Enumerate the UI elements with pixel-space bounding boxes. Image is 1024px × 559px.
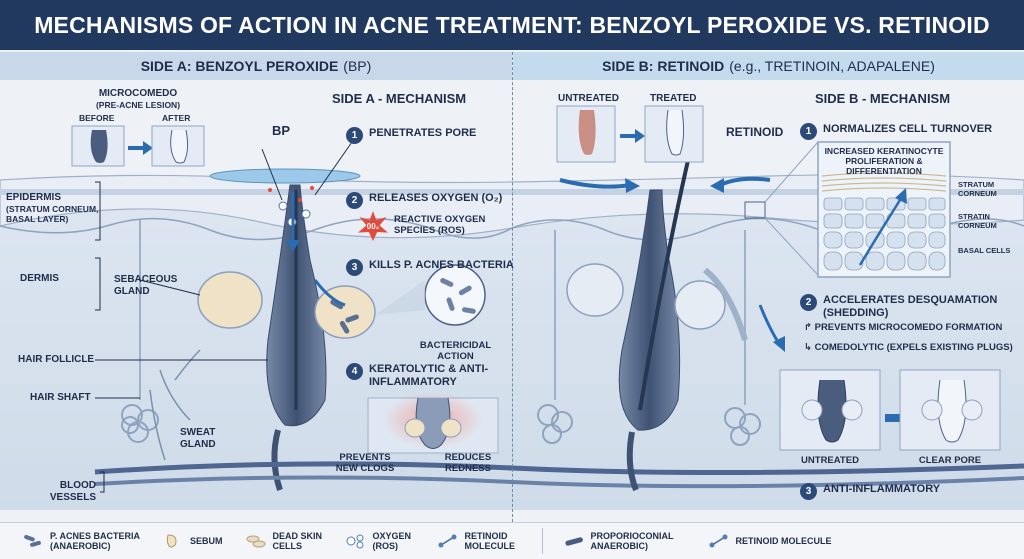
page-title: MECHANISMS OF ACTION IN ACNE TREATMENT: … — [34, 11, 990, 38]
sebaceous-gland-b-right — [674, 280, 726, 330]
step-text: KERATOLYTIC & ANTI-INFLAMMATORY — [369, 363, 489, 389]
step-number-badge: 4 — [346, 363, 363, 380]
dead-skin-cells-icon — [246, 535, 266, 548]
sub-bullet-1: ↱ PREVENTS MICROCOMEDO FORMATION — [804, 322, 1003, 333]
blood-vessels-label: BLOOD VESSELS — [49, 480, 96, 503]
step-text: RELEASES OXYGEN (O₂) — [369, 192, 503, 204]
sebaceous-gland-b-left — [566, 263, 624, 317]
side-b-header-rest: (e.g., TRETINOIN, ADAPALENE) — [729, 58, 935, 74]
side-divider — [512, 52, 513, 522]
title-bar: MECHANISMS OF ACTION IN ACNE TREATMENT: … — [0, 0, 1024, 50]
legend-label: RETINOID MOLECULE — [464, 530, 516, 551]
side-b-step-2: 2 ACCELERATES DESQUAMATION (SHEDDING) — [800, 294, 1020, 320]
prevents-clogs-label: PREVENTS NEW CLOGS — [335, 452, 395, 475]
legend-item: DEAD SKIN CELLS — [245, 531, 323, 552]
after-label: AFTER — [162, 113, 191, 123]
side-b-mechanism-title: SIDE B - MECHANISM — [815, 91, 951, 106]
legend-item: OXYGEN (ROS) — [345, 531, 415, 552]
legend-item: PROPORIOCONIAL ANAEROBIC) — [563, 531, 686, 552]
step-number-badge: 2 — [800, 294, 817, 311]
step-number-badge: 1 — [800, 123, 817, 140]
step-text: ANTI-INFLAMMATORY — [823, 483, 941, 495]
sub-bullet-2: ↳ COMEDOLYTIC (EXPELS EXISTING PLUGS) — [804, 342, 1013, 353]
sub-bullet-1-text: PREVENTS MICROCOMEDO FORMATION — [814, 322, 1003, 333]
legend-item: P. ACNES BACTERIA (ANAEROBIC) — [22, 531, 140, 552]
step-text: KILLS P. ACNES BACTERIA — [369, 259, 514, 271]
side-a-step-2: 2 RELEASES OXYGEN (O₂) — [346, 192, 502, 209]
reduces-redness-label: REDUCES REDNESS — [444, 452, 492, 475]
step-number-badge: 3 — [800, 483, 817, 500]
retinoid-molecule-icon — [709, 534, 728, 548]
untreated-top-label: UNTREATED — [558, 93, 619, 104]
side-b-header-bold: SIDE B: RETINOID — [602, 58, 725, 74]
oxygen-icon — [346, 534, 364, 549]
step-text: ACCELERATES DESQUAMATION (SHEDDING) — [823, 294, 998, 320]
epidermis-label: EPIDERMIS — [6, 192, 62, 203]
legend-label: RETINOID MOLECULE — [735, 535, 832, 546]
side-b-step-3: 3 ANTI-INFLAMMATORY — [800, 483, 940, 500]
retinoid-molecule-icon — [438, 534, 457, 548]
legend-label: DEAD SKIN CELLS — [272, 530, 323, 551]
side-b-header: SIDE B: RETINOID (e.g., TRETINOIN, ADAPA… — [513, 52, 1024, 80]
retinoid-label: RETINOID — [726, 125, 784, 139]
microcomedo-subtitle: (PRE-ACNE LESION) — [95, 100, 181, 110]
legend: P. ACNES BACTERIA (ANAEROBIC) SEBUM DEAD… — [0, 522, 1024, 559]
clear-pore-label: CLEAR PORE — [918, 455, 982, 466]
side-a-header-rest: (BP) — [343, 58, 372, 74]
bp-cream — [209, 168, 361, 184]
step-number-badge: 2 — [346, 192, 363, 209]
legend-label: OXYGEN (ROS) — [372, 530, 412, 551]
treated-top-label: TREATED — [650, 93, 697, 104]
inset-title: INCREASED KERATINOCYTE PROLIFERATION & D… — [824, 146, 944, 177]
bp-label: BP — [272, 123, 291, 138]
legend-label: SEBUM — [190, 535, 223, 546]
legend-separator — [541, 528, 543, 554]
bacteria-icon — [24, 534, 41, 547]
side-a-header-bold: SIDE A: BENZOYL PEROXIDE — [140, 58, 339, 74]
sebaceous-gland-label: SEBACEOUS GLAND — [114, 274, 178, 297]
side-a-step-3: 3 KILLS P. ACNES BACTERIA — [346, 259, 514, 276]
step-text: PENETRATES PORE — [369, 127, 477, 139]
side-a-step-1: 1 PENETRATES PORE — [346, 127, 476, 144]
hair-follicle-label: HAIR FOLLICLE — [18, 354, 95, 365]
sebaceous-gland-a-right — [314, 285, 376, 339]
proporioconial-icon — [564, 537, 583, 546]
side-b-step-1: 1 NORMALIZES CELL TURNOVER — [800, 123, 992, 140]
before-label: BEFORE — [79, 113, 115, 123]
sub-bullet-2-text: COMEDOLYTIC (EXPELS EXISTING PLUGS) — [814, 342, 1013, 353]
inset-layer-1: STRATUM CORNEUM — [958, 180, 997, 198]
ros-badge-text: 00₂ — [366, 221, 380, 231]
hair-shaft-label: HAIR SHAFT — [30, 392, 91, 403]
side-a-mechanism-title: SIDE A - MECHANISM — [332, 91, 467, 106]
legend-item: RETINOID MOLECULE — [437, 531, 520, 552]
legend-item: RETINOID MOLECULE — [708, 533, 832, 549]
side-a-header: SIDE A: BENZOYL PEROXIDE (BP) — [0, 52, 512, 80]
sweat-gland-label: SWEAT GLAND — [180, 427, 216, 450]
step-text: NORMALIZES CELL TURNOVER — [823, 123, 993, 135]
epidermis-sublabel: (STRATUM CORNEUM, BASAL LAYER) — [6, 204, 99, 224]
step-number-badge: 1 — [346, 127, 363, 144]
legend-label: P. ACNES BACTERIA (ANAEROBIC) — [50, 530, 140, 551]
legend-label: PROPORIOCONIAL ANAEROBIC) — [590, 530, 674, 551]
untreated-bottom-label: UNTREATED — [801, 455, 859, 466]
sebum-icon — [166, 534, 177, 548]
legend-item: SEBUM — [162, 533, 223, 549]
microcomedo-title: MICROCOMEDO — [98, 88, 178, 99]
dermis-label: DERMIS — [20, 273, 59, 284]
step-number-badge: 3 — [346, 259, 363, 276]
ros-label: REACTIVE OXYGEN SPECIES (ROS) — [394, 214, 486, 237]
side-a-step-4: 4 KERATOLYTIC & ANTI-INFLAMMATORY — [346, 363, 496, 389]
inset-layer-3: BASAL CELLS — [958, 246, 1011, 255]
sebaceous-gland-a-left — [197, 271, 263, 329]
inset-layer-2: STRATIN CORNEUM — [958, 212, 997, 230]
bactericidal-label: BACTERICIDAL ACTION — [419, 340, 492, 363]
